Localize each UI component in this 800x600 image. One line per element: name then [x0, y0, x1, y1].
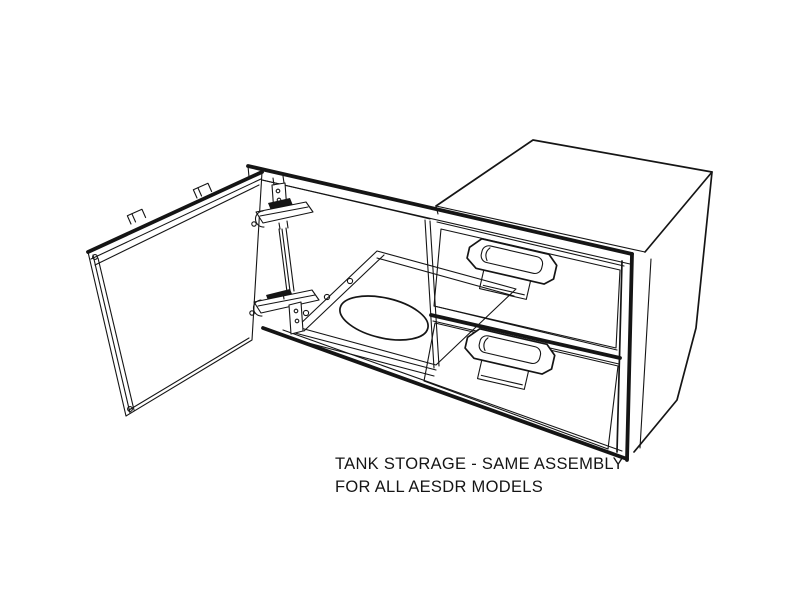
screw-hole [346, 277, 354, 285]
drawer-lower [423, 322, 619, 450]
figure-caption-line2: FOR ALL AESDR MODELS [335, 478, 543, 496]
door-clip [192, 182, 213, 199]
hinge-screw [293, 308, 299, 314]
hinge-screw [294, 318, 300, 324]
tank-compartment [257, 178, 517, 377]
figure-caption-line1: TANK STORAGE - SAME ASSEMBLY [335, 455, 624, 473]
tank-hole [339, 295, 429, 341]
screw-hole [302, 309, 310, 317]
door [86, 170, 264, 417]
door-corner-pin [92, 254, 98, 260]
door-corner-pin [127, 406, 133, 412]
hinge-bottom [249, 289, 320, 335]
hinge-screw [275, 188, 281, 194]
cabinet-right-panel [633, 171, 713, 453]
cabinet-top-panel [435, 139, 713, 253]
drawer-handle [466, 237, 558, 300]
hinge-bar [278, 227, 295, 293]
figure-caption: TANK STORAGE - SAME ASSEMBLY FOR ALL AES… [335, 455, 624, 496]
drawer-handle [464, 327, 556, 390]
hinge-top [251, 175, 314, 230]
drawer-upper [433, 221, 625, 349]
door-clip [126, 208, 147, 225]
screw-hole [323, 293, 331, 301]
